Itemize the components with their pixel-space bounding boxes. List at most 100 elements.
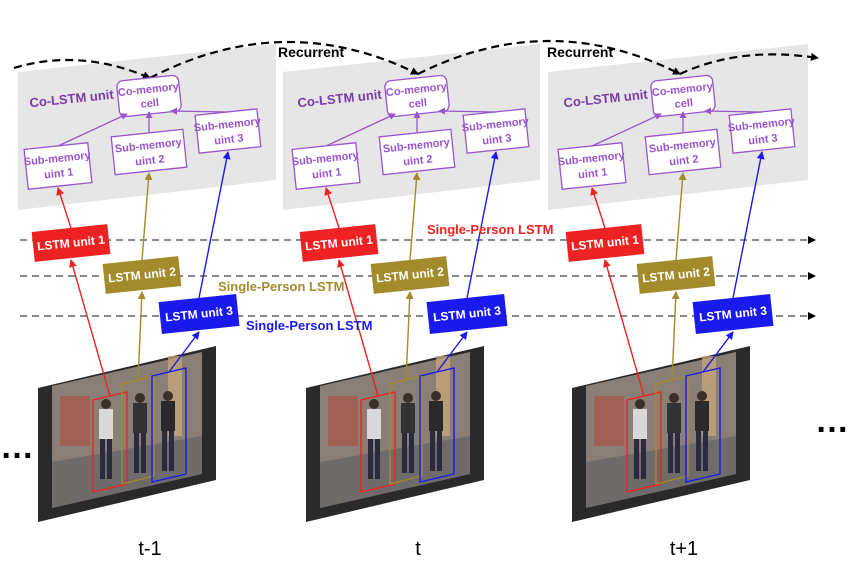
person-bounding-box [685,367,721,483]
person-leg [100,439,105,479]
lstm-to-sub-arrow [56,187,72,229]
box-to-lstm-arrow [168,331,200,373]
person-body [401,403,415,433]
sub-to-co-arrow [170,107,229,115]
person-bounding-box [419,367,455,483]
sub-memory-label: uint 1 [44,166,74,181]
person-head [369,399,379,409]
person-leg [402,433,407,473]
sub-to-co-arrow [325,113,396,147]
lstm-unit-2 [370,256,450,294]
lstm-to-sub-arrow [198,151,231,299]
lstm-to-sub-arrow [466,151,499,299]
sub-to-co-arrow [438,107,497,115]
person-leg [409,433,414,473]
person-bounding-box [389,375,423,485]
lstm-to-sub-arrow [732,151,765,299]
lstm-unit-1 [299,224,379,262]
single-person-lstm-label: Single-Person LSTM [218,279,344,294]
sub-memory-unit [110,128,188,176]
lstm-to-sub-arrow [409,172,421,261]
person-head [163,391,173,401]
person-bounding-box [121,375,155,485]
box-to-lstm-arrow [137,291,146,381]
person-leg [675,433,680,473]
box-to-lstm-arrow [337,259,379,397]
person-leg [141,433,146,473]
timestep-label: t [415,538,421,560]
person-leg [169,431,174,471]
box-to-lstm-arrow [702,331,734,373]
person-body [695,401,709,431]
box-to-lstm-arrow [671,291,680,381]
recurrent-arrow [149,40,419,79]
sub-memory-label: uint 3 [482,132,512,147]
person-leg [703,431,708,471]
lstm-to-sub-arrow [324,187,340,229]
person-body [161,401,175,431]
person-bounding-box [655,375,689,485]
person-leg [634,439,639,479]
lstm-unit-3 [692,294,774,334]
lstm-to-sub-arrow [675,172,687,261]
person-body [367,409,381,439]
timestep-label: t-1 [138,538,161,560]
person-leg [107,439,112,479]
recurrent-label: Recurrent [278,44,344,60]
ellipsis-left: … [0,428,34,466]
person-leg [368,439,373,479]
recurrent-label: Recurrent [547,44,613,60]
person-body [133,403,147,433]
sub-memory-label: uint 1 [578,166,608,181]
person-head [669,393,679,403]
lstm-unit-3 [426,294,508,334]
co-memory-cell-label: cell [674,97,694,111]
sub-to-co-arrow [591,113,662,147]
co-memory-cell-label: cell [408,97,428,111]
sub-memory-label: uint 2 [669,153,699,168]
person-body [99,409,113,439]
person-bounding-box [626,391,662,493]
lstm-unit-1 [31,224,111,262]
box-to-lstm-arrow [69,259,111,397]
person-body [429,401,443,431]
person-leg [696,431,701,471]
person-head [697,391,707,401]
sub-memory-label: uint 2 [135,153,165,168]
recurrent-arrow [417,40,681,75]
person-body [667,403,681,433]
single-person-lstm-label: Single-Person LSTM [427,222,553,237]
box-to-lstm-arrow [436,331,468,373]
person-leg [641,439,646,479]
lstm-to-sub-arrow [590,187,606,229]
video-frame-wall [328,396,358,446]
sub-memory-unit [644,128,722,176]
person-head [635,399,645,409]
person-head [135,393,145,403]
recurrent-arrow [679,52,819,75]
video-frame-wall [60,396,90,446]
lstm-unit-1 [565,224,645,262]
sub-to-co-arrow [57,113,128,147]
person-leg [668,433,673,473]
sub-memory-label: uint 3 [214,132,244,147]
sub-memory-unit [291,142,361,190]
ellipsis-right: … [815,402,849,440]
sub-memory-label: uint 1 [312,166,342,181]
person-bounding-box [151,367,187,483]
lstm-unit-3 [158,294,240,334]
person-leg [162,431,167,471]
sub-memory-unit [557,142,627,190]
lstm-unit-2 [636,256,716,294]
person-leg [134,433,139,473]
person-bounding-box [92,391,128,493]
person-head [431,391,441,401]
single-person-lstm-label: Single-Person LSTM [246,318,372,333]
person-head [101,399,111,409]
lstm-unit-2 [102,256,182,294]
box-to-lstm-arrow [405,291,414,381]
person-body [633,409,647,439]
sub-memory-unit [23,142,93,190]
video-frame-wall [594,396,624,446]
